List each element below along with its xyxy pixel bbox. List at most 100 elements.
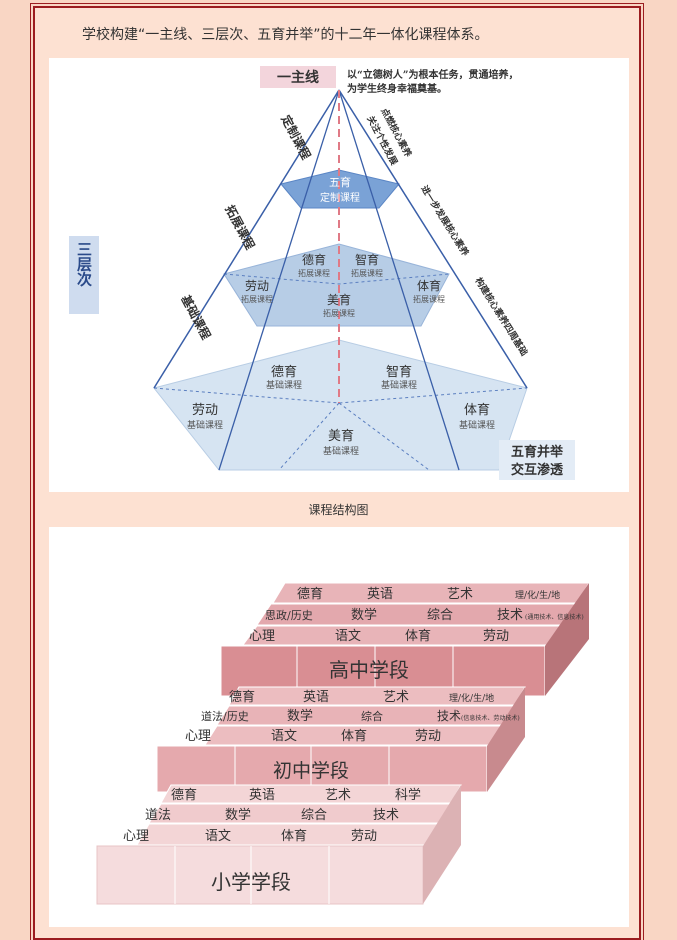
high-mid-2: 数学 <box>351 607 377 623</box>
mid-title: 初中学段 <box>273 760 349 782</box>
high-mid-5: (通用技术、信息技术) <box>525 613 584 621</box>
main-line-desc-1: 以“立德树人”为根本任务，贯通培养， <box>347 68 519 81</box>
high-back-3: 艺术 <box>447 587 473 602</box>
low-front-face <box>96 845 424 905</box>
low-back-4: 科学 <box>395 787 421 803</box>
page: 学校构建“一主线、三层次、五育并举”的十二年一体化课程体系。 一主线 以“立德树… <box>30 3 644 940</box>
high-front-2: 语文 <box>335 629 361 644</box>
mid-label-2-title: 智育 <box>355 252 379 267</box>
main-line-label: 一主线 <box>277 69 319 86</box>
low-side-face <box>423 785 461 904</box>
high-school-block: 德育 英语 艺术 理/化/生/地 思政/历史 数学 综合 技术 (通用技术、信息… <box>220 582 590 697</box>
high-front-4: 劳动 <box>483 628 509 644</box>
side-label-extend: 拓展课程 <box>222 202 258 251</box>
mid-label-4-title: 美育 <box>327 292 351 307</box>
high-row-front <box>242 625 564 646</box>
low-back-2: 英语 <box>249 788 275 803</box>
base-layer <box>153 339 528 471</box>
pyramid-svg: 一主线 以“立德树人”为根本任务，贯通培养， 为学生终身幸福奠基。 三层次 <box>69 66 575 480</box>
stage-blocks-diagram: 德育 英语 艺术 理/化/生/地 思政/历史 数学 综合 技术 (通用技术、信息… <box>49 527 629 927</box>
pyramid-diagram: 一主线 以“立德树人”为根本任务，贯通培养， 为学生终身幸福奠基。 三层次 <box>49 58 629 492</box>
middle-layer <box>223 243 450 327</box>
base-label-5-title: 美育 <box>328 428 354 444</box>
edge-front-right <box>338 89 460 471</box>
base-label-2-sub: 基础课程 <box>381 379 417 391</box>
base-div-1 <box>278 402 340 471</box>
high-mid-1: 思政/历史 <box>265 608 313 622</box>
mid-front-3: 体育 <box>341 728 367 744</box>
base-label-2-title: 智育 <box>386 364 412 380</box>
low-front-2: 语文 <box>205 829 231 844</box>
mid-mid-2: 数学 <box>287 708 313 724</box>
mid-inner-lines <box>223 273 450 285</box>
low-title: 小学学段 <box>211 870 291 894</box>
three-levels-box <box>69 236 99 314</box>
three-levels-label: 三层次 <box>75 242 93 288</box>
low-mid-1: 道法 <box>145 808 171 823</box>
base-label-3-sub: 基础课程 <box>187 419 223 431</box>
high-mid-4: 技术 <box>497 608 523 623</box>
base-inner-lines <box>153 387 528 404</box>
low-mid-2: 数学 <box>225 807 251 823</box>
high-side-face <box>545 583 589 696</box>
base-div-2 <box>338 402 430 471</box>
low-row-middle <box>148 803 452 824</box>
mid-back-3: 艺术 <box>383 690 409 705</box>
base-label-1-title: 德育 <box>271 364 297 380</box>
mid-front-2: 语文 <box>271 729 297 744</box>
five-edu-box <box>499 440 575 480</box>
mid-front-1: 心理 <box>185 729 211 744</box>
high-front-3: 体育 <box>405 628 431 644</box>
low-back-1: 德育 <box>171 787 197 803</box>
mid-label-1-title: 德育 <box>302 252 326 267</box>
side-label-develop: 进一步发展核心素养 <box>418 183 471 258</box>
main-line-box <box>260 66 336 88</box>
low-front-3: 体育 <box>281 828 307 844</box>
mid-mid-5: (信息技术、劳动技术) <box>461 714 520 722</box>
low-front-1: 心理 <box>123 829 149 844</box>
mid-mid-1: 道法/历史 <box>201 709 249 723</box>
main-line-desc-2: 为学生终身幸福奠基。 <box>347 82 447 95</box>
low-mid-3: 综合 <box>301 808 327 823</box>
blocks-svg: 德育 英语 艺术 理/化/生/地 思政/历史 数学 综合 技术 (通用技术、信息… <box>96 582 590 905</box>
mid-back-1: 德育 <box>229 689 255 705</box>
side-label-custom: 定制课程 <box>278 112 314 161</box>
top-subtitle: 定制课程 <box>320 191 360 204</box>
high-back-1: 德育 <box>297 586 323 602</box>
middle-school-block: 德育 英语 艺术 理/化/生/地 道法/历史 数学 综合 技术 (信息技术、劳动… <box>156 686 526 793</box>
mid-front-face <box>156 745 488 793</box>
mid-label-3-title: 劳动 <box>245 279 269 293</box>
low-mid-4: 技术 <box>373 808 399 823</box>
low-back-3: 艺术 <box>325 788 351 803</box>
mid-back-2: 英语 <box>303 690 329 705</box>
mid-label-4-sub: 拓展课程 <box>323 308 355 318</box>
edge-right <box>338 89 528 389</box>
edge-left <box>153 89 340 389</box>
edge-front-left <box>218 89 340 471</box>
high-front-1: 心理 <box>249 629 275 644</box>
mid-back-4: 理/化/生/地 <box>449 692 494 704</box>
high-back-4: 理/化/生/地 <box>515 589 560 601</box>
base-label-3-title: 劳动 <box>192 402 218 418</box>
mid-mid-3: 综合 <box>361 709 383 723</box>
primary-school-block: 德育 英语 艺术 科学 道法 数学 综合 技术 心理 语文 体育 劳动 小学学段 <box>96 784 462 905</box>
base-label-4-title: 体育 <box>464 402 490 418</box>
high-mid-3: 综合 <box>427 608 453 623</box>
diagram-caption: 课程结构图 <box>308 503 369 517</box>
high-title: 高中学段 <box>329 658 409 682</box>
mid-mid-4: 技术 <box>437 709 461 723</box>
low-front-4: 劳动 <box>351 828 377 844</box>
base-label-1-sub: 基础课程 <box>266 379 302 391</box>
top-title: 五育 <box>329 175 351 189</box>
interact-label: 交互渗透 <box>511 462 563 478</box>
mid-label-3-sub: 拓展课程 <box>241 294 273 304</box>
mid-label-1-sub: 拓展课程 <box>298 268 330 278</box>
mid-label-5-sub: 拓展课程 <box>413 294 445 304</box>
base-label-5-sub: 基础课程 <box>323 445 359 457</box>
intro-text: 学校构建“一主线、三层次、五育并举”的十二年一体化课程体系。 <box>82 27 489 43</box>
mid-side-face <box>487 687 525 792</box>
base-label-4-sub: 基础课程 <box>459 419 495 431</box>
high-back-2: 英语 <box>367 587 393 602</box>
mid-label-5-title: 体育 <box>417 278 441 293</box>
mid-label-2-sub: 拓展课程 <box>351 268 383 278</box>
